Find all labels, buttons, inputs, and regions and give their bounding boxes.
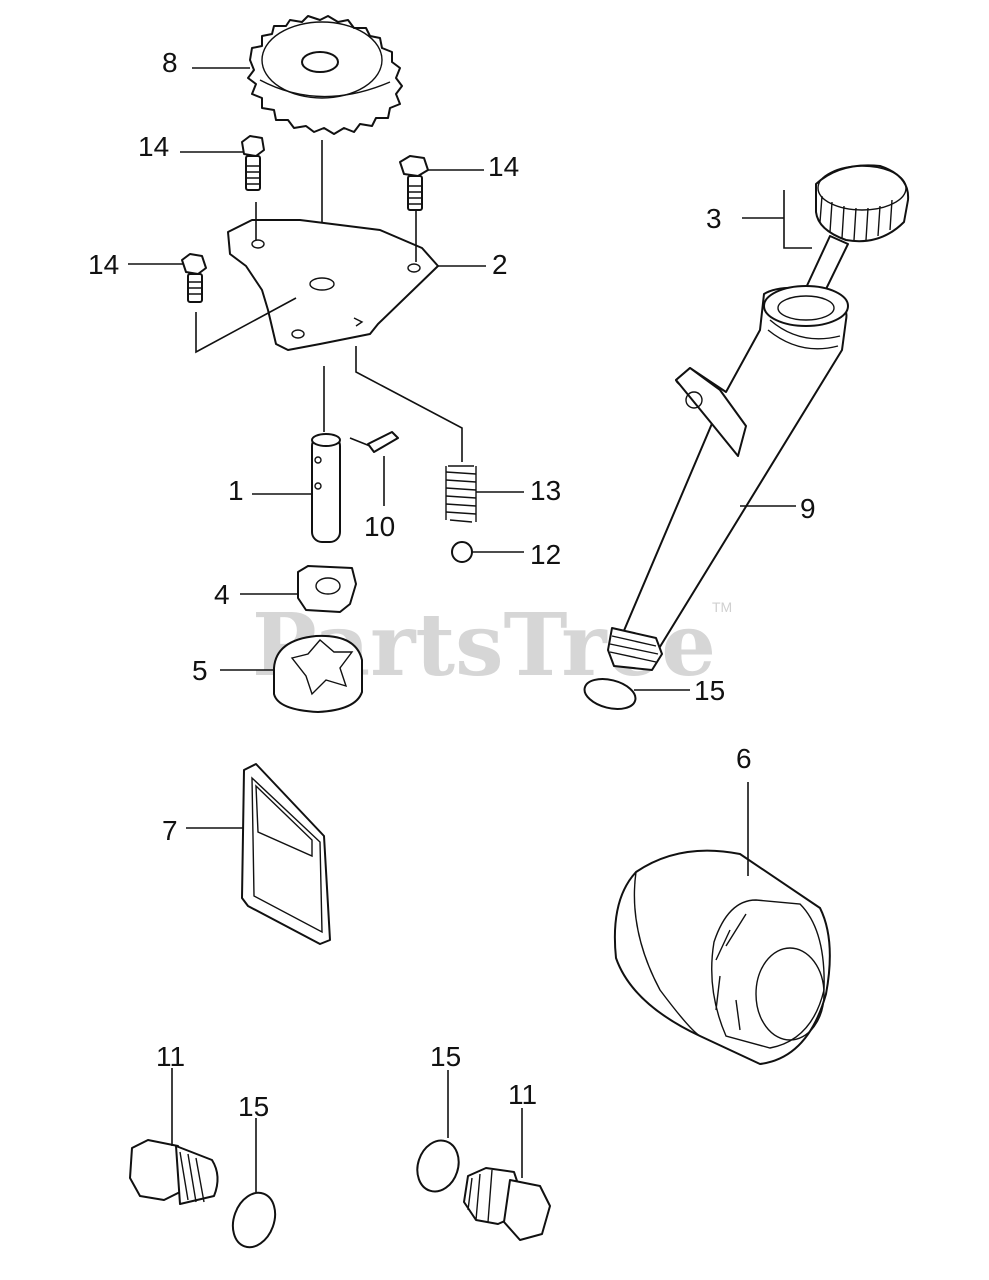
callout-4: 4 <box>214 579 230 610</box>
callout-14-top: 14 <box>138 131 169 162</box>
part-7-screen <box>241 763 331 945</box>
part-14-bolt-right <box>399 155 429 211</box>
callout-15-left: 15 <box>238 1091 269 1122</box>
part-13-spring <box>445 465 477 523</box>
part-15-oring-mid <box>416 1139 460 1193</box>
callout-15-mid: 15 <box>430 1041 461 1072</box>
callout-9: 9 <box>800 493 816 524</box>
part-4-inner-rotor <box>297 565 357 613</box>
callout-15-tube: 15 <box>694 675 725 706</box>
callout-1: 1 <box>228 475 244 506</box>
watermark-tm: TM <box>712 599 732 615</box>
part-15-oring-left <box>231 1191 277 1249</box>
part-11-plug-left <box>129 1139 219 1205</box>
callout-11-left: 11 <box>156 1041 185 1072</box>
callout-14-left: 14 <box>88 249 119 280</box>
callout-6: 6 <box>736 743 752 774</box>
part-15-oring-tube <box>583 678 637 710</box>
callout-7: 7 <box>162 815 178 846</box>
callout-11-right: 11 <box>508 1079 537 1110</box>
part-2-plate <box>227 219 439 351</box>
callout-8: 8 <box>162 47 178 78</box>
callout-14-right: 14 <box>488 151 519 182</box>
part-5-outer-rotor <box>273 634 363 713</box>
part-14-bolt-top <box>241 135 265 191</box>
part-14-bolt-left <box>181 253 207 303</box>
part-9-fill-tube <box>607 285 849 671</box>
part-8-gear <box>247 15 403 135</box>
callout-12: 12 <box>530 539 561 570</box>
callout-3: 3 <box>706 203 722 234</box>
part-12-ball <box>451 541 473 563</box>
part-10-pin <box>367 431 399 453</box>
callout-10: 10 <box>364 511 395 542</box>
part-6-oil-filter <box>613 849 831 1065</box>
callout-labels: 8 14 14 14 2 3 1 10 13 12 9 4 5 15 6 7 1… <box>88 47 816 1122</box>
part-1-shaft <box>311 433 341 543</box>
part-11-plug-right <box>463 1167 551 1241</box>
callout-5: 5 <box>192 655 208 686</box>
callout-2: 2 <box>492 249 508 280</box>
callout-13: 13 <box>530 475 561 506</box>
